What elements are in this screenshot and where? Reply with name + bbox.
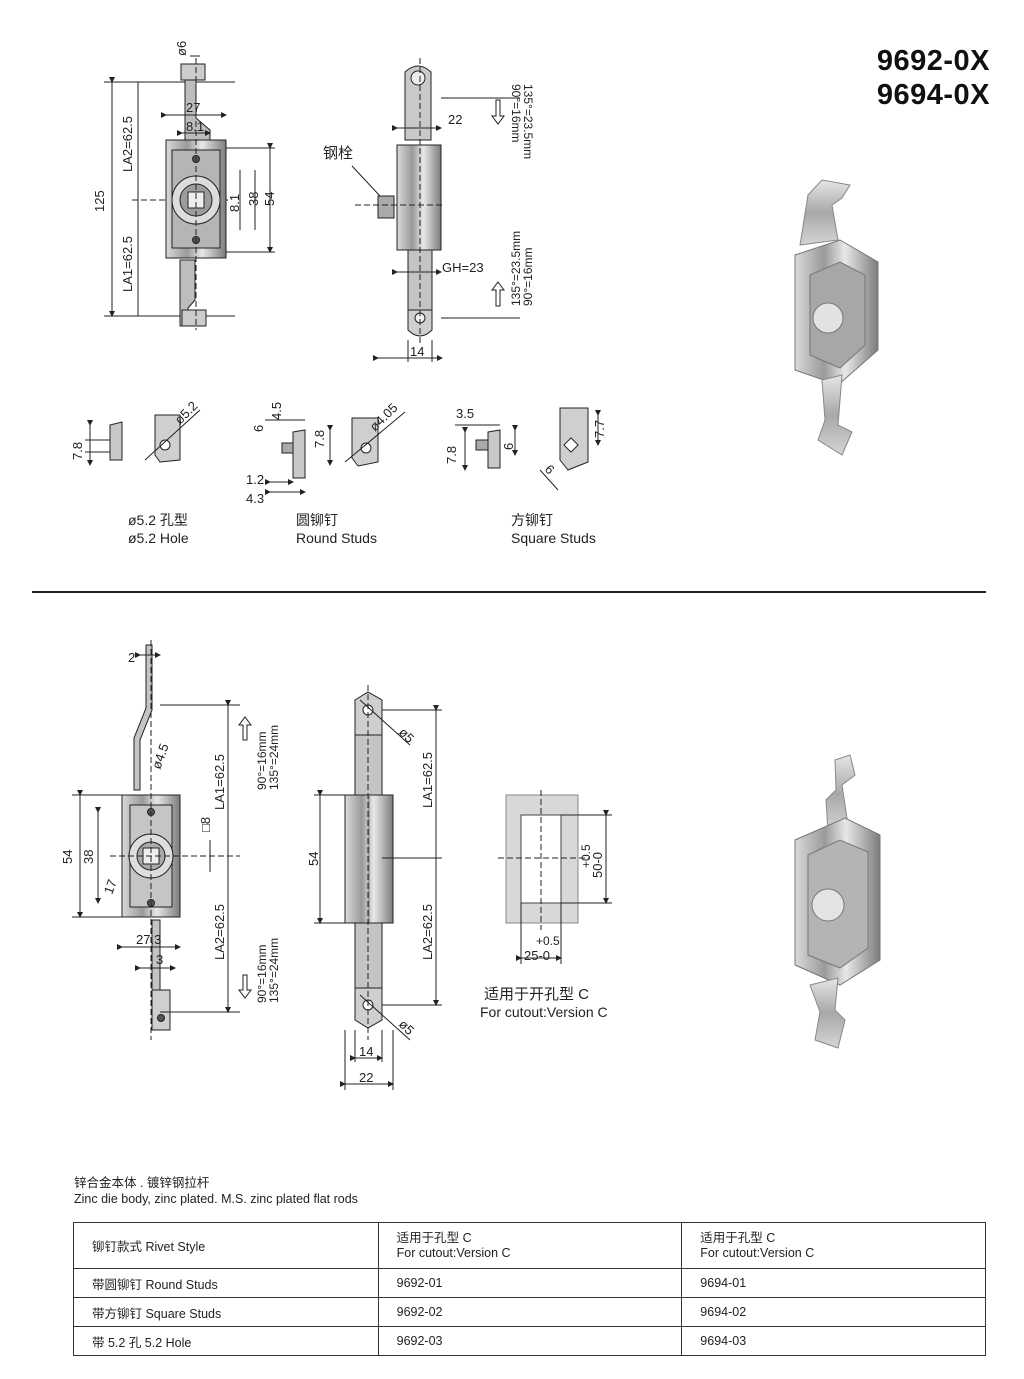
dim-d5a: ø5 — [396, 725, 417, 746]
dim-h38: 38 — [81, 850, 96, 864]
label-square-cn: 方铆钉 — [511, 512, 553, 528]
header-cutout-a-cn: 适用于孔型 C — [396, 1230, 472, 1245]
table-header-row: 铆钉款式 Rivet Style 适用于孔型 C For cutout:Vers… — [73, 1222, 986, 1269]
label-steel-bolt: 钢栓 — [323, 145, 353, 162]
dim-sq8: □8 — [198, 817, 213, 832]
dim-tol05a: +0.5 — [579, 844, 593, 868]
dim-h6b: 6 — [501, 443, 516, 450]
dim-h54b: 54 — [306, 852, 321, 866]
label-round-en: Round Studs — [296, 530, 377, 546]
dim-t3: 3 — [156, 952, 163, 967]
row-part-a: 9692-01 — [377, 1268, 683, 1298]
dim-w22b: 22 — [359, 1070, 373, 1085]
stroke-s1b: 135°=24mm — [267, 725, 281, 790]
dim-h78b: 7.8 — [312, 430, 327, 448]
stroke-top-b: 135°=23.5mm — [521, 84, 535, 159]
dim-gh: GH=23 — [442, 260, 484, 275]
row-part-a: 9692-03 — [377, 1326, 683, 1356]
header-cutout-b-cn: 适用于孔型 C — [700, 1230, 776, 1245]
bottom-front-view — [72, 640, 252, 1040]
table-row: 带方铆钉 Square Studs 9692-02 9694-02 — [73, 1297, 986, 1327]
dim-la2a: LA2=62.5 — [212, 904, 227, 960]
dim-h45: 4.5 — [269, 402, 284, 420]
label-hole-cn: ø5.2 孔型 — [128, 512, 188, 528]
dim-h38: 38 — [246, 192, 261, 206]
header-cutout-a: 适用于孔型 C For cutout:Version C — [377, 1222, 683, 1269]
top-3d-render — [794, 179, 879, 456]
dim-h81b: 8.1 — [227, 194, 242, 212]
dim-la2b: LA2=62.5 — [420, 904, 435, 960]
label-square-en: Square Studs — [511, 530, 596, 546]
dim-w12: 1.2 — [246, 472, 264, 487]
dim-w22: 22 — [448, 112, 462, 127]
dim-d45: ø4.5 — [149, 741, 172, 771]
dim-w25: 25-0 — [524, 948, 550, 963]
row-part-a: 9692-02 — [377, 1297, 683, 1327]
dim-la2: LA2=62.5 — [120, 116, 135, 172]
dim-d405: ø4.05 — [367, 400, 401, 434]
dim-r17: 17 — [101, 877, 120, 896]
label-cutout-en: For cutout:Version C — [480, 1004, 608, 1020]
row-style: 带圆铆钉 Round Studs — [73, 1268, 379, 1298]
rivet-variant-square — [455, 407, 601, 491]
stroke-s2a: 90°=16mm — [255, 945, 269, 1004]
stroke-s2b: 135°=24mm — [267, 938, 281, 1003]
spec-table: 铆钉款式 Rivet Style 适用于孔型 C For cutout:Vers… — [73, 1222, 986, 1356]
dim-w43: 4.3 — [246, 491, 264, 506]
row-style: 带方铆钉 Square Studs — [73, 1297, 379, 1327]
header-cutout-a-en: For cutout:Version C — [396, 1245, 511, 1260]
dim-la1b: LA1=62.5 — [420, 752, 435, 808]
stroke-top-a: 90°=16mm — [509, 84, 523, 143]
dim-w273: 27.3 — [136, 932, 161, 947]
label-round-cn: 圆铆钉 — [296, 512, 338, 528]
dim-h54: 54 — [262, 192, 277, 206]
dim-h125: 125 — [92, 190, 107, 212]
dim-d6: ø6 — [174, 41, 189, 56]
dim-w14: 14 — [410, 344, 424, 359]
model-number-9692: 9692-0X — [876, 45, 990, 77]
header-cutout-b: 适用于孔型 C For cutout:Version C — [681, 1222, 986, 1269]
dim-w14b: 14 — [359, 1044, 373, 1059]
cutout-drawing — [498, 790, 612, 964]
row-style: 带 5.2 孔 5.2 Hole — [73, 1326, 379, 1356]
dim-h78c: 7.8 — [444, 446, 459, 464]
top-side-view — [351, 58, 520, 362]
header-cutout-b-en: For cutout:Version C — [700, 1245, 815, 1260]
header-rivet-style: 铆钉款式 Rivet Style — [73, 1222, 379, 1269]
top-front-view — [104, 55, 275, 330]
stroke-s1a: 90°=16mm — [255, 732, 269, 791]
dim-la1: LA1=62.5 — [120, 236, 135, 292]
row-part-b: 9694-02 — [681, 1297, 986, 1327]
dim-la1a: LA1=62.5 — [212, 754, 227, 810]
dim-w35: 3.5 — [456, 406, 474, 421]
label-hole-en: ø5.2 Hole — [128, 530, 189, 546]
model-number-9694: 9694-0X — [876, 79, 990, 111]
dim-h78a: 7.8 — [70, 442, 85, 460]
dim-h6a: 6 — [251, 425, 266, 432]
stroke-bot-a: 135°=23.5mm — [509, 231, 523, 306]
dim-w81: 8.1 — [186, 119, 204, 134]
rivet-variant-round — [265, 411, 406, 495]
stroke-bot-b: 90°=16mm — [521, 248, 535, 307]
label-cutout-cn: 适用于开孔型 C — [484, 986, 589, 1003]
material-note-cn: 锌合金本体 . 镀锌钢拉杆 — [74, 1176, 210, 1190]
dim-tol05b: +0.5 — [536, 934, 560, 948]
row-part-b: 9694-01 — [681, 1268, 986, 1298]
bottom-side-view — [314, 685, 442, 1090]
bottom-3d-render — [794, 754, 881, 1049]
table-row: 带圆铆钉 Round Studs 9692-01 9694-01 — [73, 1268, 986, 1298]
dim-h54a: 54 — [60, 850, 75, 864]
material-note-en: Zinc die body, zinc plated. M.S. zinc pl… — [74, 1192, 358, 1206]
dim-d5b: ø5 — [396, 1017, 417, 1038]
row-part-b: 9694-03 — [681, 1326, 986, 1356]
dim-h50: 50-0 — [590, 852, 605, 878]
dim-t2: 2 — [128, 650, 135, 665]
rivet-variant-hole — [85, 409, 201, 466]
dim-w27: 27 — [186, 100, 200, 115]
table-row: 带 5.2 孔 5.2 Hole 9692-03 9694-03 — [73, 1326, 986, 1356]
dim-h77: 7.7 — [592, 420, 607, 438]
